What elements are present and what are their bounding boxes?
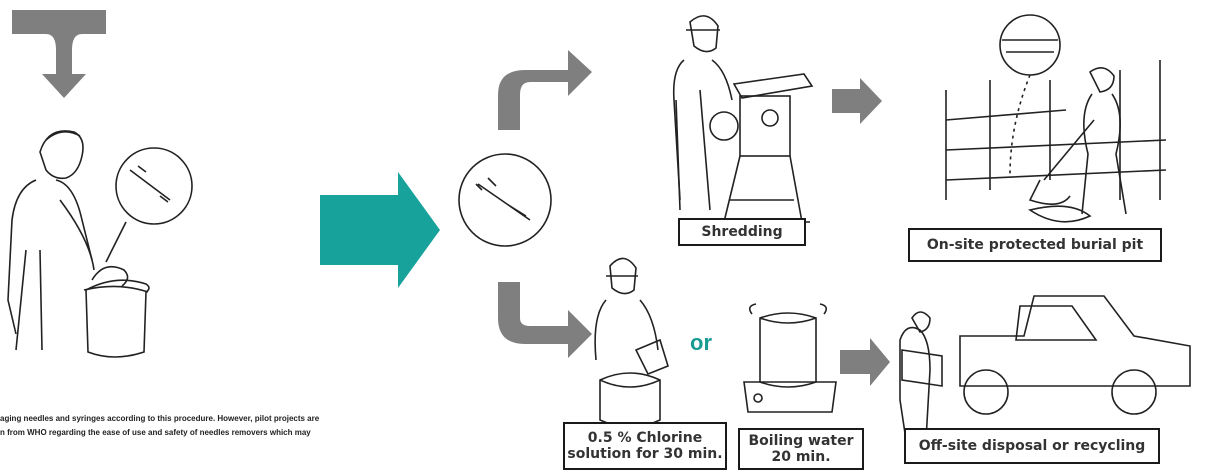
footnote-line-2: n from WHO regarding the ease of use and… — [0, 428, 311, 437]
shredding-label: Shredding — [701, 223, 783, 240]
chlorine-label: 0.5 % Chlorine solution for 30 min. — [567, 429, 723, 462]
chlorine-illustration — [594, 257, 669, 428]
shredding-illustration — [672, 15, 814, 223]
curved-arrow-down — [498, 282, 592, 358]
offsite-label-box: Off-site disposal or recycling — [904, 428, 1160, 464]
footnote-line-1: aging needles and syringes according to … — [0, 414, 320, 423]
arrow-to-offsite — [840, 338, 890, 386]
chlorine-label-box: 0.5 % Chlorine solution for 30 min. — [563, 422, 727, 470]
burial-pit-label: On-site protected burial pit — [926, 236, 1144, 253]
truck-illustration — [899, 295, 1191, 441]
offsite-label: Off-site disposal or recycling — [918, 437, 1146, 454]
syringe-circle — [458, 153, 552, 247]
person-with-bucket-illustration — [7, 130, 193, 358]
burial-pit-label-box: On-site protected burial pit — [908, 228, 1162, 262]
main-teal-arrow — [320, 172, 440, 288]
curved-arrow-up — [498, 50, 592, 130]
shredding-label-box: Shredding — [678, 218, 806, 246]
arrow-to-burial — [832, 78, 882, 124]
boiling-label-box: Boiling water 20 min. — [738, 428, 864, 470]
or-connector-text: or — [690, 330, 712, 355]
top-merge-arrow — [12, 10, 106, 98]
boiling-label: Boiling water 20 min. — [748, 432, 854, 465]
boiling-water-illustration — [743, 303, 837, 413]
burial-pit-illustration — [945, 14, 1167, 223]
